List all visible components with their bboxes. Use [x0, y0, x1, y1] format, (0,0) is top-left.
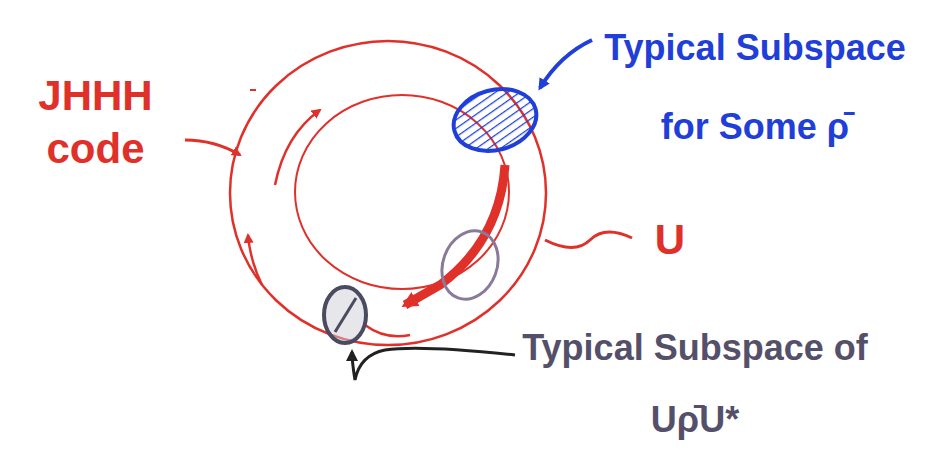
unitary-label: U — [640, 215, 700, 265]
target-label: Typical Subspace of Uρ̄U* — [515, 312, 875, 456]
subspace-label: Typical Subspace for Some ρ̄ — [590, 8, 920, 166]
code-label: JHHH code — [8, 70, 183, 175]
